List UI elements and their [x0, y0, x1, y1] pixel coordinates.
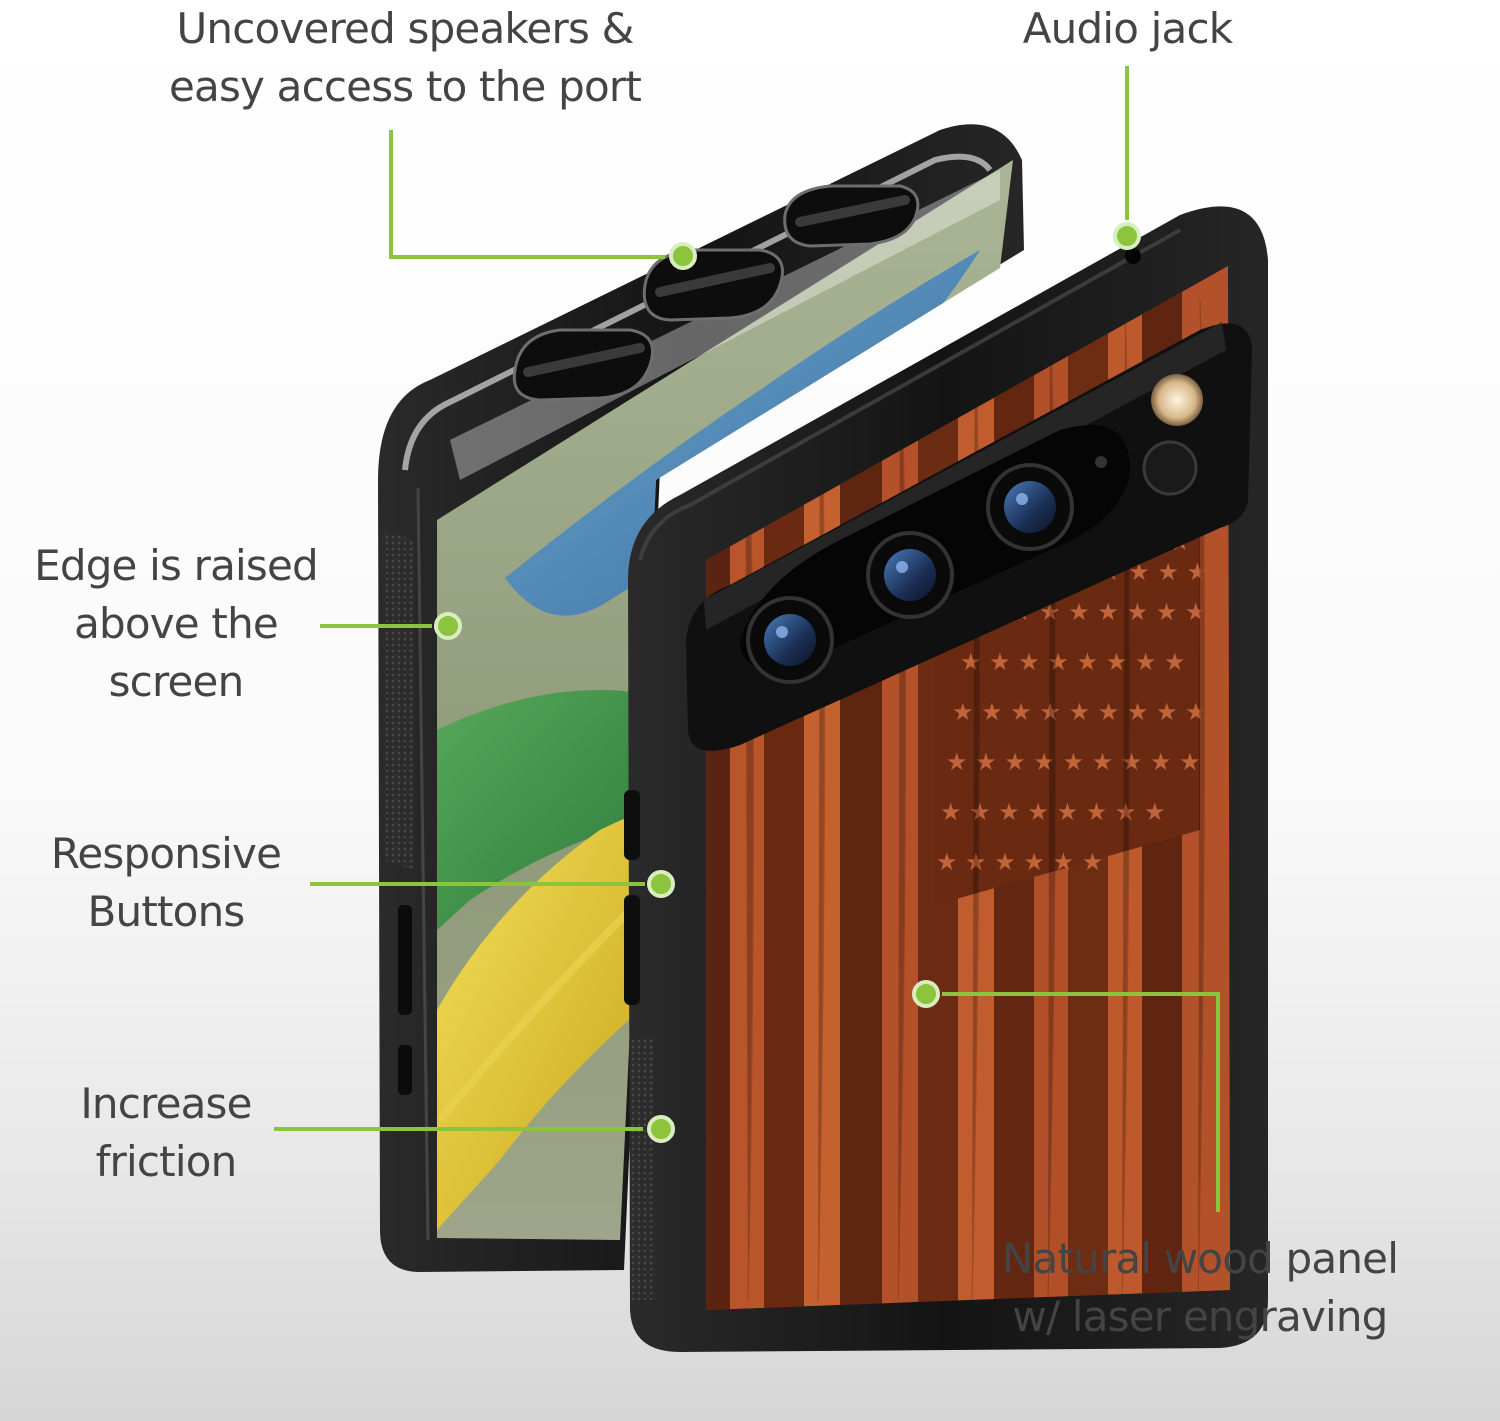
- speakers-callout-label: Uncovered speakers & easy access to the …: [160, 0, 650, 116]
- callout-lines: [274, 66, 1220, 1212]
- speakers-callout-line: [389, 130, 665, 259]
- edge-callout-line1: Edge is raised: [34, 541, 319, 590]
- buttons-callout-dot: [647, 870, 675, 898]
- svg-text:★ ★ ★ ★ ★ ★ ★ ★ ★: ★ ★ ★ ★ ★ ★ ★ ★ ★: [946, 748, 1201, 776]
- friction-callout-label: Increase friction: [65, 1075, 267, 1191]
- wood-callout-line2: w/ laser engraving: [1012, 1292, 1388, 1341]
- edge-callout-dot: [434, 612, 462, 640]
- audio-callout-line1: Audio jack: [1022, 4, 1233, 53]
- wood-callout-line: [942, 992, 1220, 1212]
- audio-callout-label: Audio jack: [1010, 0, 1245, 58]
- speakers-callout-line1: Uncovered speakers &: [176, 4, 634, 53]
- audio-callout-dot: [1113, 222, 1141, 250]
- svg-text:★ ★ ★ ★ ★ ★: ★ ★ ★ ★ ★ ★: [936, 848, 1103, 876]
- callout-dots: [434, 222, 1141, 1143]
- buttons-callout-label: Responsive Buttons: [40, 825, 292, 941]
- wood-callout-dot: [912, 980, 940, 1008]
- svg-text:★ ★ ★ ★ ★ ★ ★ ★: ★ ★ ★ ★ ★ ★ ★ ★: [960, 648, 1186, 676]
- friction-callout-line1: Increase: [80, 1079, 252, 1128]
- buttons-callout-line1: Responsive: [50, 829, 282, 878]
- camera-bar-icon: [686, 322, 1252, 751]
- speakers-callout-line2: easy access to the port: [168, 62, 642, 111]
- friction-callout-dot: [647, 1115, 675, 1143]
- edge-callout-line3: screen: [108, 657, 245, 706]
- wood-callout-label: Natural wood panel w/ laser engraving: [985, 1230, 1415, 1346]
- buttons-callout-line2: Buttons: [87, 887, 246, 936]
- svg-text:★ ★ ★ ★ ★ ★ ★ ★: ★ ★ ★ ★ ★ ★ ★ ★: [940, 798, 1166, 826]
- wood-callout-line1: Natural wood panel: [1001, 1234, 1399, 1283]
- friction-callout-line2: friction: [95, 1137, 238, 1186]
- edge-callout-line2: above the: [74, 599, 279, 648]
- edge-callout-label: Edge is raised above the screen: [30, 537, 322, 711]
- flag-stars-icon: ★ ★ ★ ★ ★ ★ ★ ★ ★ ★ ★ ★ ★ ★ ★ ★ ★ ★ ★ ★ …: [936, 528, 1208, 876]
- svg-text:★ ★ ★ ★ ★ ★ ★ ★ ★: ★ ★ ★ ★ ★ ★ ★ ★ ★: [952, 698, 1207, 726]
- speakers-callout-dot: [669, 242, 697, 270]
